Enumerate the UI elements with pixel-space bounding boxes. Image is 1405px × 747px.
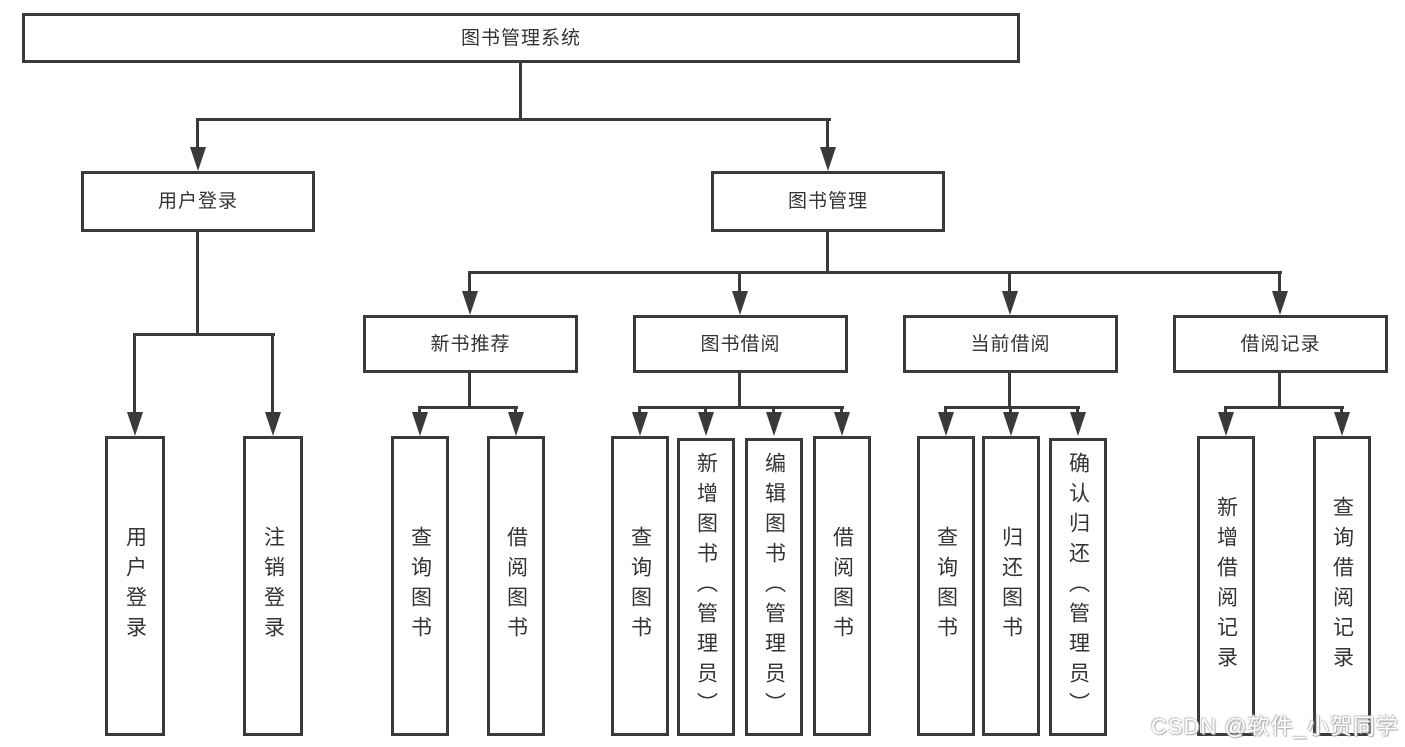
leaf-add-borrow-record: 新增借阅记录 (1197, 436, 1255, 736)
connector-line (826, 232, 829, 274)
node-current-borrowing: 当前借阅 (903, 315, 1118, 373)
connector-line (638, 406, 641, 416)
connector-line (196, 232, 199, 336)
arrowhead-down-icon (1334, 412, 1350, 436)
leaf-user-login: 用户登录 (105, 436, 165, 736)
connector-line (133, 333, 136, 415)
connector-line (772, 406, 775, 416)
connector-line (1224, 406, 1227, 416)
leaf-confirm-return-admin: 确认归还（管理员） (1049, 438, 1107, 736)
leaf-add-book-admin: 新增图书（管理员） (677, 438, 735, 736)
connector-line (1008, 373, 1011, 409)
connector-line (418, 406, 421, 416)
connector-line (1076, 406, 1079, 416)
connector-line (519, 63, 522, 121)
leaf-query-books-current: 查询图书 (917, 436, 975, 736)
connector-line (826, 118, 829, 150)
arrowhead-down-icon (1070, 412, 1086, 436)
connector-line (944, 406, 1080, 409)
watermark: CSDN @软件_小贺同学 (1150, 714, 1399, 739)
connector-line (468, 271, 471, 295)
connector-line (418, 406, 518, 409)
connector-line (738, 271, 741, 295)
connector-line (638, 406, 844, 409)
leaf-query-books-recommend: 查询图书 (391, 436, 449, 736)
arrowhead-down-icon (462, 291, 478, 315)
leaf-query-borrow-record: 查询借阅记录 (1313, 436, 1371, 736)
connector-line (1278, 271, 1281, 295)
connector-line (196, 118, 199, 150)
arrowhead-down-icon (412, 412, 428, 436)
node-book-management: 图书管理 (711, 171, 945, 232)
arrowhead-down-icon (632, 412, 648, 436)
arrowhead-down-icon (265, 412, 281, 436)
arrowhead-down-icon (834, 412, 850, 436)
node-user-login: 用户登录 (81, 171, 315, 232)
connector-line (514, 406, 517, 416)
node-borrowing-records: 借阅记录 (1173, 315, 1388, 373)
connector-line (840, 406, 843, 416)
leaf-borrow-books-recommend: 借阅图书 (487, 436, 545, 736)
arrowhead-down-icon (508, 412, 524, 436)
connector-line (468, 373, 471, 409)
arrowhead-down-icon (1003, 412, 1019, 436)
node-library-system: 图书管理系统 (22, 13, 1020, 63)
connector-line (1278, 373, 1281, 409)
arrowhead-down-icon (732, 291, 748, 315)
leaf-borrow-books-borrowing: 借阅图书 (813, 436, 871, 736)
connector-line (1340, 406, 1343, 416)
connector-line (944, 406, 947, 416)
leaf-return-books: 归还图书 (982, 436, 1040, 736)
leaf-query-books-borrowing: 查询图书 (611, 436, 669, 736)
connector-line (1224, 406, 1344, 409)
connector-line (133, 333, 275, 336)
arrowhead-down-icon (127, 412, 143, 436)
arrowhead-down-icon (938, 412, 954, 436)
arrowhead-down-icon (766, 412, 782, 436)
connector-line (1009, 406, 1012, 416)
connector-line (1008, 271, 1011, 295)
connector-line (196, 118, 831, 121)
connector-line (704, 406, 707, 416)
arrowhead-down-icon (698, 412, 714, 436)
connector-line (271, 333, 274, 415)
arrowhead-down-icon (1002, 291, 1018, 315)
leaf-edit-book-admin: 编辑图书（管理员） (745, 438, 803, 736)
node-new-book-recommend: 新书推荐 (363, 315, 578, 373)
arrowhead-down-icon (1218, 412, 1234, 436)
connector-line (738, 373, 741, 409)
leaf-logout: 注销登录 (243, 436, 303, 736)
arrowhead-down-icon (190, 147, 206, 171)
arrowhead-down-icon (1272, 291, 1288, 315)
arrowhead-down-icon (820, 147, 836, 171)
connector-line (468, 271, 1282, 274)
node-book-borrowing: 图书借阅 (633, 315, 848, 373)
